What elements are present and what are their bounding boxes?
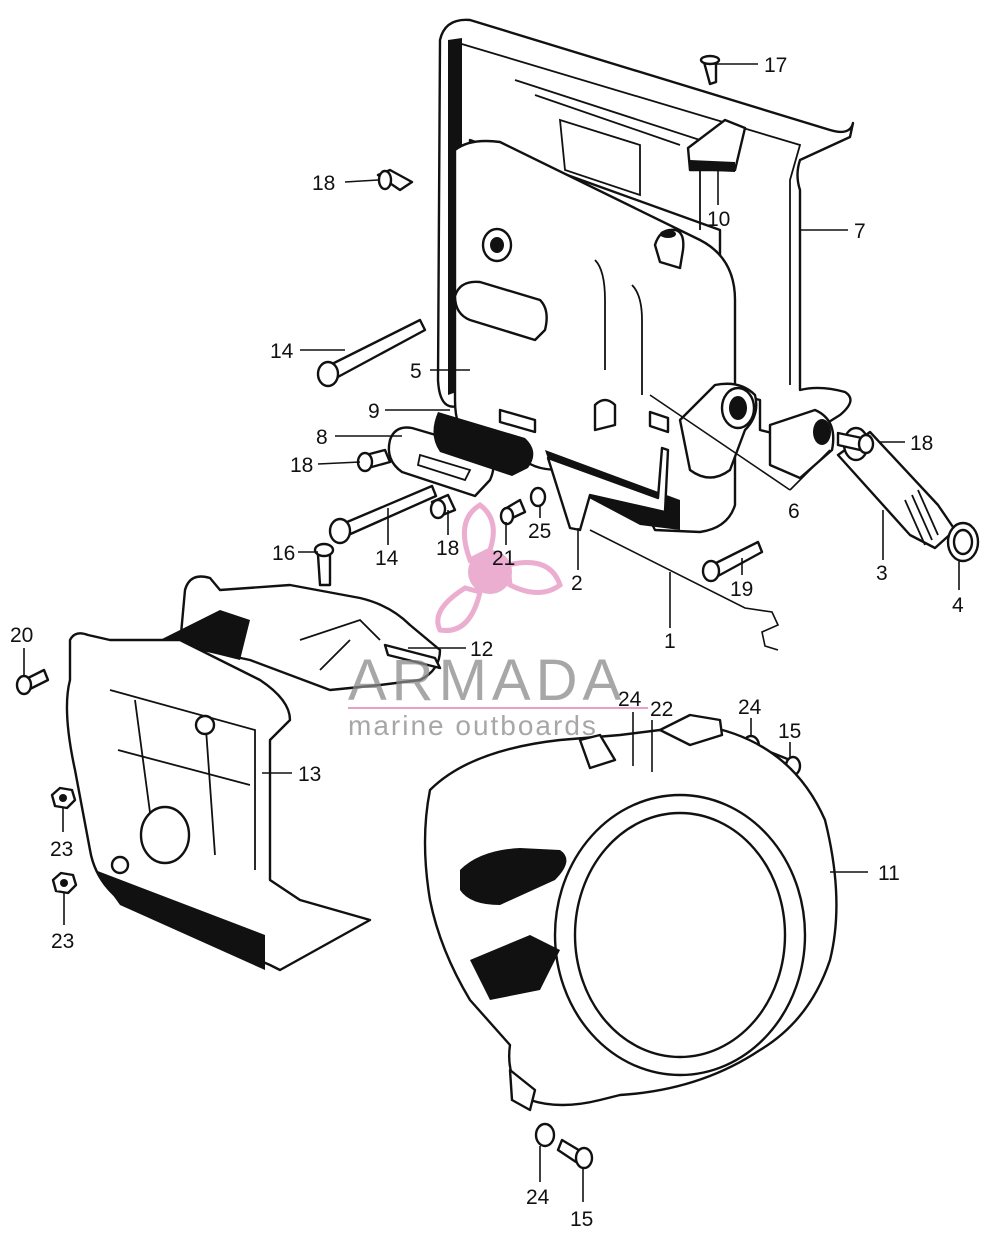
leader-lines (23, 63, 960, 1202)
callout-18-left: 18 (290, 454, 313, 477)
callout-20: 20 (10, 624, 33, 647)
callout-23-lower: 23 (51, 930, 74, 953)
bolt-21 (499, 498, 527, 526)
washer-25 (529, 486, 547, 508)
callout-22: 22 (650, 698, 673, 721)
callout-19: 19 (730, 578, 753, 601)
muffler-outlet (678, 382, 758, 479)
muffler-bracket (546, 446, 670, 532)
cylinder-cover (65, 632, 372, 972)
callout-6: 6 (788, 500, 800, 523)
muffler (453, 139, 737, 534)
callout-15-top: 15 (778, 720, 801, 743)
callout-18-right: 18 (910, 432, 933, 455)
bolt-18-left (356, 448, 392, 473)
callout-15-bottom: 15 (570, 1208, 593, 1231)
wire-clip (589, 529, 780, 651)
watermark-tagline: marine outboards (348, 710, 598, 741)
callout-9: 9 (368, 400, 380, 423)
nut-23-lower (51, 871, 78, 895)
callout-labels: 17 18 10 7 14 5 9 8 18 18 6 25 16 14 18 … (10, 54, 964, 1231)
callout-2: 2 (571, 572, 583, 595)
callout-14-lower: 14 (375, 547, 399, 570)
callout-21: 21 (492, 547, 515, 570)
bolt-19 (701, 540, 764, 583)
bolt-14-upper (316, 318, 427, 388)
callout-10: 10 (707, 208, 730, 231)
bolt-14-lower (328, 484, 438, 545)
nut-23-upper (50, 786, 77, 810)
bolt-18-right (836, 431, 875, 455)
callout-7: 7 (854, 220, 866, 243)
callout-5: 5 (410, 360, 422, 383)
fan-cover (423, 713, 838, 1112)
callout-18-lower: 18 (436, 537, 459, 560)
bolt-17 (699, 54, 721, 86)
watermark-brand: ARMADA (348, 648, 626, 713)
callout-1: 1 (664, 630, 676, 653)
bolt-16 (313, 542, 335, 587)
callout-18-top: 18 (312, 172, 335, 195)
muffler-gasket-packing (433, 412, 534, 476)
callout-24-top-left: 24 (618, 688, 642, 711)
callout-23-upper: 23 (50, 838, 73, 861)
callout-11: 11 (878, 862, 900, 885)
bolt-15-bottom (556, 1138, 594, 1170)
callout-4: 4 (952, 594, 964, 617)
callout-25: 25 (528, 520, 551, 543)
callout-13: 13 (298, 763, 321, 786)
washer-24-bottom (534, 1122, 556, 1148)
callout-14-upper: 14 (270, 340, 294, 363)
exhaust-pipe-joint (768, 408, 835, 480)
callout-24-top-right: 24 (738, 696, 762, 719)
bolt-18-lower (429, 493, 457, 520)
bolt-20 (15, 668, 50, 696)
callout-17: 17 (764, 54, 787, 77)
callout-12: 12 (470, 638, 493, 661)
air-guide-shroud (160, 575, 442, 692)
callout-16: 16 (272, 542, 295, 565)
callout-3: 3 (876, 562, 888, 585)
armada-logo (435, 501, 563, 634)
callout-8: 8 (316, 426, 328, 449)
callout-24-bottom: 24 (526, 1186, 550, 1209)
gasket (946, 521, 980, 563)
bolt-18-top (376, 168, 414, 192)
